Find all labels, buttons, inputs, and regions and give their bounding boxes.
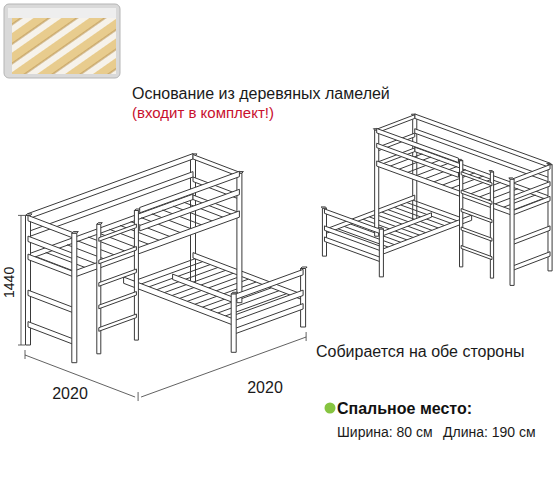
note-text: Собирается на обе стороны: [316, 342, 525, 361]
dimension-lines: [18, 215, 306, 401]
dimension-tick: [138, 392, 139, 401]
post-cap: [231, 292, 238, 294]
post: [72, 233, 77, 363]
post-cap: [489, 171, 494, 172]
dimension-tick: [18, 345, 25, 346]
dimension-label: 2020: [52, 384, 88, 403]
post: [134, 211, 138, 341]
rail: [140, 171, 240, 213]
post: [301, 269, 306, 328]
bed-drawing-mirrored: [321, 114, 552, 285]
rail: [28, 290, 74, 313]
post: [379, 229, 383, 277]
dimension-label: 1440: [2, 266, 19, 297]
rail: [512, 196, 550, 215]
rail: [28, 322, 74, 345]
bed-drawing: [26, 154, 308, 363]
post: [490, 172, 493, 278]
dimension-tick: [306, 332, 307, 341]
rail: [512, 226, 550, 245]
rail: [512, 182, 550, 201]
post-cap: [97, 223, 103, 225]
rail: [512, 252, 550, 271]
dimension-line: [21, 215, 22, 345]
rail: [99, 224, 137, 241]
rail: [173, 274, 234, 303]
rail: [28, 215, 74, 238]
heading-text: Спальное место:: [337, 399, 472, 418]
post: [231, 294, 236, 353]
slats: [12, 18, 116, 74]
green-dot: [325, 403, 336, 414]
rail: [461, 209, 492, 223]
dimension-tick: [25, 350, 26, 359]
rail: [381, 215, 471, 255]
caption-text: Основание из деревяных ламелей: [132, 84, 390, 103]
note-text: (входит в комплект!): [132, 104, 274, 122]
photo-frame: [4, 4, 120, 78]
dimension-line: [141, 337, 306, 397]
post: [510, 179, 514, 285]
spec-text: Ширина: 80 см: [337, 424, 433, 441]
post: [322, 208, 326, 256]
rail: [415, 114, 550, 168]
spec-text: Длина: 190 см: [443, 424, 536, 441]
rail: [512, 165, 550, 184]
rail: [461, 190, 492, 204]
rail: [99, 292, 137, 309]
rail: [461, 245, 492, 259]
dimension-label: 2020: [247, 378, 283, 397]
post-cap: [378, 228, 383, 229]
slat-photo: [4, 4, 120, 78]
rail: [377, 128, 459, 162]
mattress-edge: [8, 8, 116, 18]
post: [460, 161, 463, 267]
rail: [324, 209, 381, 234]
post-cap: [509, 178, 514, 179]
rail: [28, 154, 193, 219]
rail: [381, 213, 431, 237]
rail: [461, 227, 492, 241]
post-cap: [134, 209, 140, 211]
rail: [28, 254, 74, 277]
rail: [234, 269, 303, 300]
dimension-tick: [18, 215, 25, 216]
post-cap: [458, 159, 463, 160]
rail: [377, 143, 459, 177]
post-cap: [301, 267, 308, 269]
rail: [140, 189, 240, 231]
rail: [124, 277, 234, 325]
post: [97, 224, 101, 354]
rail: [99, 314, 137, 331]
rail: [28, 236, 74, 259]
rail: [99, 247, 137, 264]
post-cap: [72, 232, 79, 234]
post-cap: [321, 207, 326, 208]
rail: [461, 172, 492, 186]
rail: [99, 269, 137, 286]
